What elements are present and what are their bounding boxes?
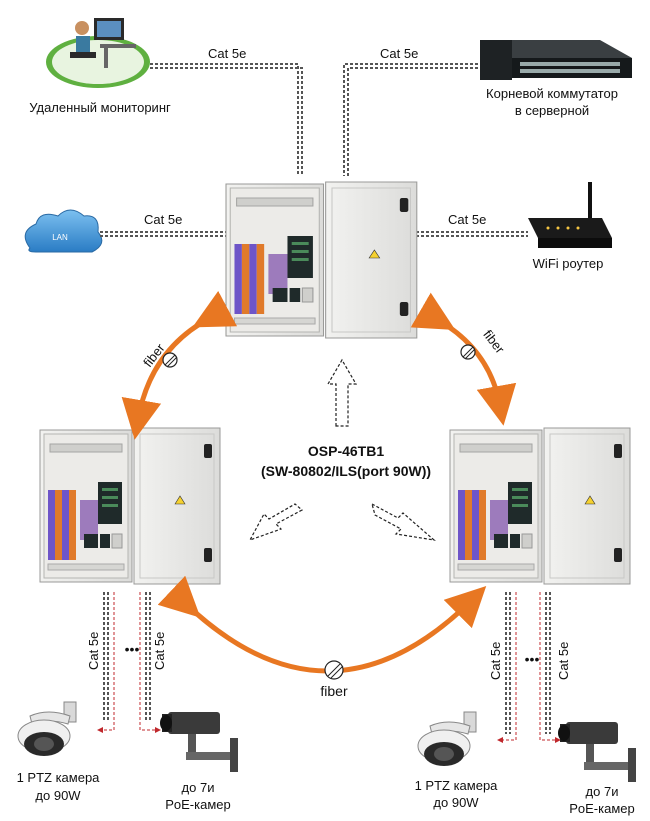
lan-label: LAN: [52, 233, 68, 242]
wifi-router-icon: [528, 182, 612, 248]
cable-label-right-poe: Cat 5e: [556, 642, 571, 680]
cable-label-left-poe: Cat 5e: [152, 632, 167, 670]
cabinet-icon-right: [449, 427, 631, 585]
fiber-link-left: [121, 290, 238, 440]
bullet-camera-icon: [160, 712, 238, 772]
wifi-label: WiFi роутер: [533, 256, 604, 271]
camera-cable-left-poe: [139, 592, 161, 733]
poe-label-right-2: PoE-камер: [569, 801, 635, 816]
camera-cable-left-ptz: [97, 592, 115, 733]
fiber-link-bottom: [157, 575, 487, 674]
dashed-arrow-right: [371, 502, 436, 541]
monitoring-label: Удаленный мониторинг: [29, 100, 171, 115]
fiber-coupler-icon: [324, 660, 344, 680]
cabinet-icon-center: [225, 181, 418, 339]
camera-cable-right-poe: [539, 592, 561, 743]
cable-lan: [100, 231, 226, 237]
lan-cloud-icon: [24, 209, 103, 253]
fiber-coupler-icon: [460, 344, 476, 360]
cable-label-right-ptz: Cat 5e: [488, 642, 503, 680]
poe-label-left-2: PoE-камер: [165, 797, 231, 812]
cabinet-icon-left: [39, 427, 221, 585]
cable-label-monitoring: Cat 5e: [208, 46, 246, 61]
dashed-arrow-up: [326, 358, 358, 427]
cable-label-root-switch: Cat 5e: [380, 46, 418, 61]
cable-monitoring: [150, 63, 303, 176]
fiber-link-right: [410, 292, 517, 426]
fiber-label-right: fiber: [480, 327, 508, 357]
poe-label-right-1: до 7и: [586, 784, 619, 799]
ptz-camera-icon: [417, 711, 477, 767]
root-switch-label-2: в серверной: [515, 103, 589, 118]
poe-label-left-1: до 7и: [182, 780, 215, 795]
cable-label-lan: Cat 5e: [144, 212, 182, 227]
ptz-label-left-1: 1 PTZ камера: [17, 770, 101, 785]
ptz-label-right-1: 1 PTZ камера: [415, 778, 499, 793]
cable-label-wifi: Cat 5e: [448, 212, 486, 227]
bullet-camera-icon: [558, 722, 636, 782]
ptz-label-left-2: до 90W: [35, 788, 81, 803]
cable-wifi: [416, 231, 528, 237]
ptz-camera-icon: [17, 701, 77, 757]
product-subtitle: (SW-80802/ILS(port 90W)): [261, 463, 431, 479]
cable-root-switch: [343, 63, 478, 176]
network-switch-icon: [480, 40, 632, 80]
product-title: OSP-46TB1: [308, 443, 384, 459]
fiber-coupler-icon: [162, 352, 178, 368]
workstation-icon: [46, 18, 150, 88]
ptz-label-right-2: до 90W: [433, 795, 479, 810]
dashed-arrow-left: [248, 503, 304, 542]
root-switch-label-1: Корневой коммутатор: [486, 86, 618, 101]
camera-cable-right-ptz: [497, 592, 517, 743]
camera-dots-left: •••: [125, 641, 140, 657]
camera-dots-right: •••: [525, 651, 540, 667]
cable-label-left-ptz: Cat 5e: [86, 632, 101, 670]
fiber-label-bottom: fiber: [320, 683, 348, 699]
